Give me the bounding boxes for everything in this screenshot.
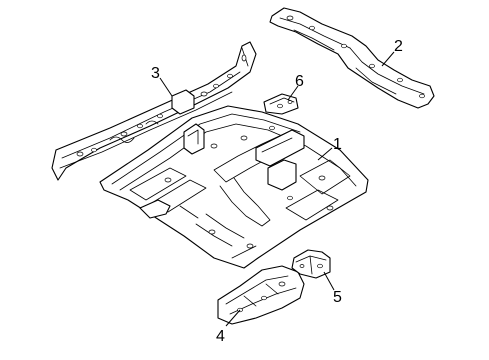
callout-3-leader bbox=[159, 77, 173, 97]
callout-6-leader bbox=[287, 85, 299, 101]
part-1-floor-pan bbox=[99, 105, 369, 269]
callout-1: 1 bbox=[333, 136, 342, 153]
callout-5-leader bbox=[323, 271, 335, 291]
part-5-bracket bbox=[291, 249, 331, 279]
callout-2-leader bbox=[381, 51, 395, 67]
callout-4-leader bbox=[225, 309, 241, 327]
callout-2: 2 bbox=[394, 38, 403, 55]
callout-6: 6 bbox=[295, 73, 304, 90]
callout-1-leader bbox=[317, 147, 333, 161]
part-3-dash-panel bbox=[51, 41, 257, 181]
part-2-rear-crossmember bbox=[269, 7, 435, 109]
part-4-rear-floor-section bbox=[217, 265, 305, 325]
part-6-plate bbox=[263, 93, 299, 115]
callout-3: 3 bbox=[151, 65, 160, 82]
callout-4: 4 bbox=[216, 328, 225, 345]
callout-5: 5 bbox=[333, 289, 342, 306]
